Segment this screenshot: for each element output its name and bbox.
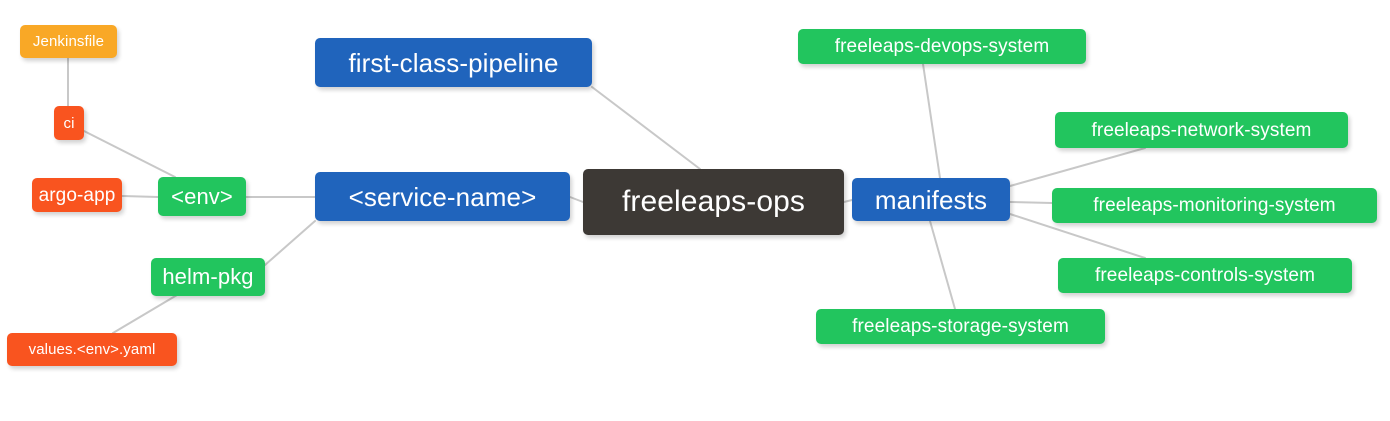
mindmap-node-values-env-yaml[interactable]: values.<env>.yaml	[7, 333, 177, 366]
mindmap-node-label: helm-pkg	[162, 264, 254, 289]
mindmap-node-label: first-class-pipeline	[348, 47, 559, 78]
edge-manifests-to-freeleaps-network-system	[1009, 147, 1146, 187]
mindmap-node-manifests[interactable]: manifests	[852, 178, 1010, 221]
mindmap-node-label: freeleaps-controls-system	[1094, 265, 1316, 286]
mindmap-node-label: freeleaps-storage-system	[852, 316, 1069, 337]
edge-manifests-to-freeleaps-monitoring-system	[1009, 201, 1053, 204]
mindmap-node-helm-pkg[interactable]: helm-pkg	[151, 258, 265, 296]
mindmap-node-first-class-pipeline[interactable]: first-class-pipeline	[315, 38, 592, 87]
mindmap-node-freeleaps-ops[interactable]: freeleaps-ops	[583, 169, 844, 235]
mindmap-node-label: <env>	[171, 183, 233, 209]
mindmap-node-label: <service-name>	[348, 181, 537, 212]
edge-helm-pkg-to-values-env-yaml	[112, 294, 178, 334]
mindmap-node-jenkinsfile[interactable]: Jenkinsfile	[20, 25, 117, 58]
mindmap-node-label: ci	[63, 114, 75, 132]
mindmap-node-freeleaps-devops-system[interactable]: freeleaps-devops-system	[798, 29, 1086, 64]
edge-freeleaps-ops-to-manifests	[843, 199, 853, 203]
edge-manifests-to-freeleaps-storage-system	[929, 220, 956, 310]
edge-freeleaps-ops-to-first-class-pipeline	[591, 86, 701, 170]
edge-service-name-to-helm-pkg	[264, 220, 316, 266]
mindmap-node-label: Jenkinsfile	[32, 33, 105, 50]
edge-freeleaps-ops-to-service-name	[569, 196, 584, 203]
edge-env-to-ci	[83, 130, 176, 178]
mindmap-node-freeleaps-network-system[interactable]: freeleaps-network-system	[1055, 112, 1348, 148]
mindmap-node-env[interactable]: <env>	[158, 177, 246, 216]
mindmap-node-ci[interactable]: ci	[54, 106, 84, 140]
mindmap-node-freeleaps-storage-system[interactable]: freeleaps-storage-system	[816, 309, 1105, 344]
mindmap-node-label: freeleaps-network-system	[1091, 119, 1312, 141]
mindmap-node-label: argo-app	[38, 184, 116, 206]
mindmap-node-freeleaps-controls-system[interactable]: freeleaps-controls-system	[1058, 258, 1352, 293]
edge-env-to-argo-app	[121, 195, 159, 198]
mindmap-node-label: freeleaps-devops-system	[834, 36, 1050, 57]
mindmap-node-label: values.<env>.yaml	[28, 341, 156, 358]
mindmap-node-freeleaps-monitoring-system[interactable]: freeleaps-monitoring-system	[1052, 188, 1377, 223]
mindmap-node-label: freeleaps-ops	[621, 185, 806, 218]
mindmap-node-label: freeleaps-monitoring-system	[1093, 195, 1336, 216]
edge-manifests-to-freeleaps-devops-system	[922, 63, 941, 179]
mindmap-node-label: manifests	[874, 184, 988, 215]
mindmap-node-service-name[interactable]: <service-name>	[315, 172, 570, 221]
mindmap-node-argo-app[interactable]: argo-app	[32, 178, 122, 212]
